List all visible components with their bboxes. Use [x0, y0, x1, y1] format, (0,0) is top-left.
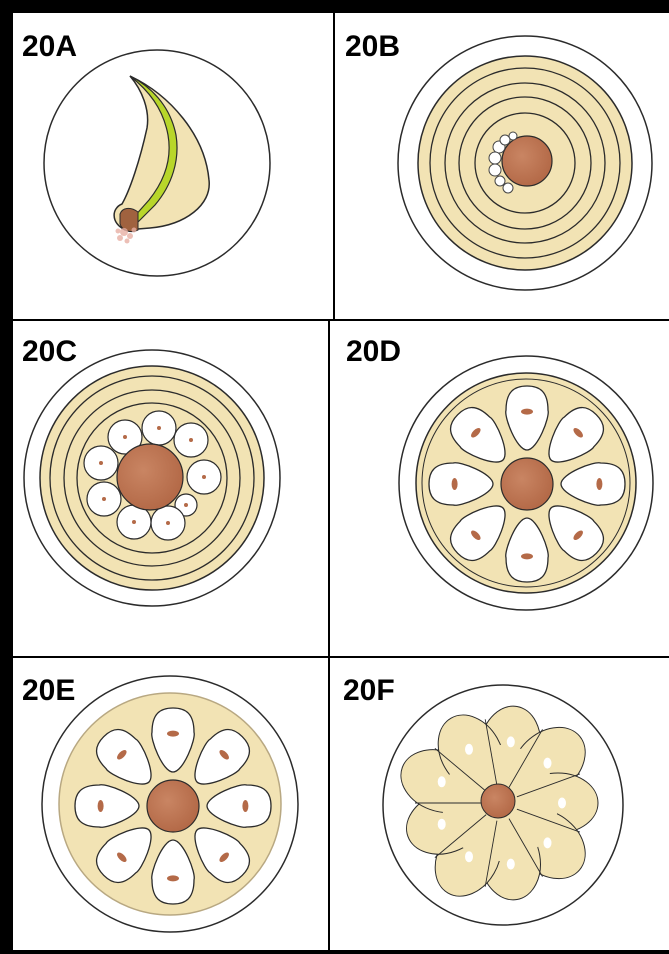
yolk [481, 784, 515, 818]
segment-cavity [465, 744, 473, 755]
locule-nucleus [452, 478, 458, 490]
segment-cavity [507, 859, 515, 870]
locule-nucleus [596, 478, 602, 490]
panel-label-20b: 20B [345, 30, 400, 63]
segment-cavity [544, 837, 552, 848]
segment-cavity [438, 819, 446, 830]
locule-nucleus [242, 800, 248, 812]
locule-nucleus [98, 800, 104, 812]
panel-label-20a: 20A [22, 30, 77, 63]
panel-label-20d: 20D [346, 335, 401, 368]
locule-nucleus [167, 875, 179, 881]
panel-label-20c: 20C [22, 335, 77, 368]
segment-cavity [438, 776, 446, 787]
yolk [502, 136, 552, 186]
panel-label-20e: 20E [22, 674, 75, 707]
segment-cavity [544, 758, 552, 769]
locule-nucleus [521, 553, 533, 559]
yolk [117, 444, 183, 510]
locule-nucleus [521, 409, 533, 415]
segment-cavity [507, 736, 515, 747]
yolk [147, 780, 199, 832]
segment-cavity [465, 851, 473, 862]
locule-nucleus [167, 731, 179, 737]
segment-cavity [558, 798, 566, 809]
panel-label-20f: 20F [343, 674, 395, 707]
yolk [501, 458, 553, 510]
